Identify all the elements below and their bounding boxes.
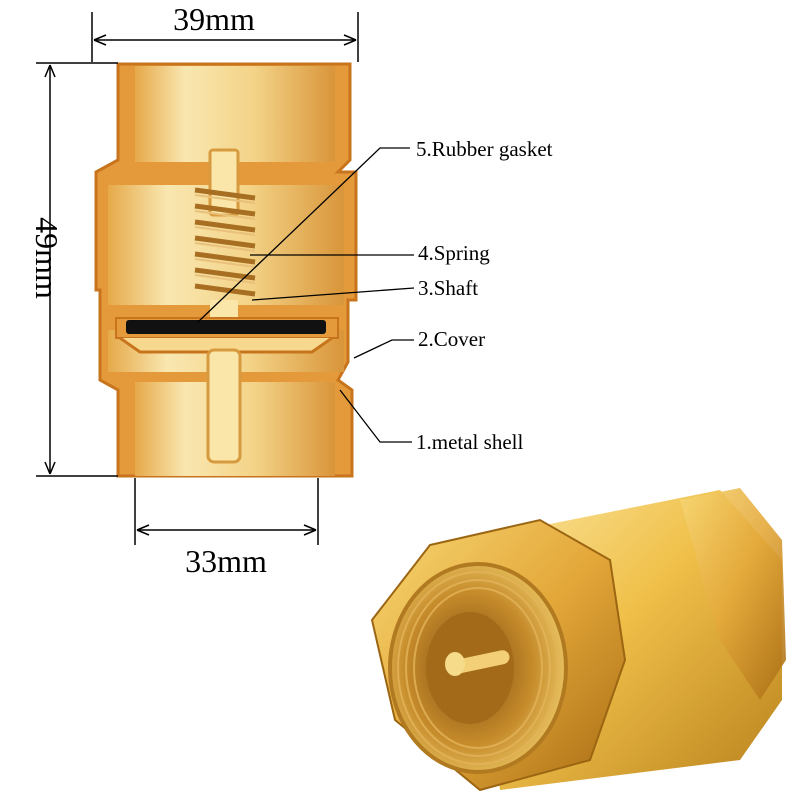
leader-lines: [197, 147, 415, 443]
label-rubber-gasket: 5.Rubber gasket: [416, 137, 553, 161]
label-cover: 2.Cover: [418, 327, 485, 351]
dimension-width-top: 39mm: [173, 1, 255, 37]
label-spring: 4.Spring: [418, 241, 490, 265]
spring: [194, 187, 256, 297]
rubber-gasket: [126, 320, 326, 334]
cross-section: [94, 62, 358, 478]
dimension-width-bottom: 33mm: [185, 543, 267, 579]
upper-bore: [135, 66, 335, 162]
label-shaft: 3.Shaft: [418, 276, 478, 300]
label-metal-shell: 1.metal shell: [416, 430, 523, 454]
dimension-lines: [36, 12, 359, 545]
shaft-lower: [206, 348, 242, 464]
inner-shaft: [450, 650, 510, 674]
valve-product-image: [370, 488, 786, 792]
spring-guide: [208, 148, 240, 217]
dimension-height: 49mm: [29, 217, 65, 299]
